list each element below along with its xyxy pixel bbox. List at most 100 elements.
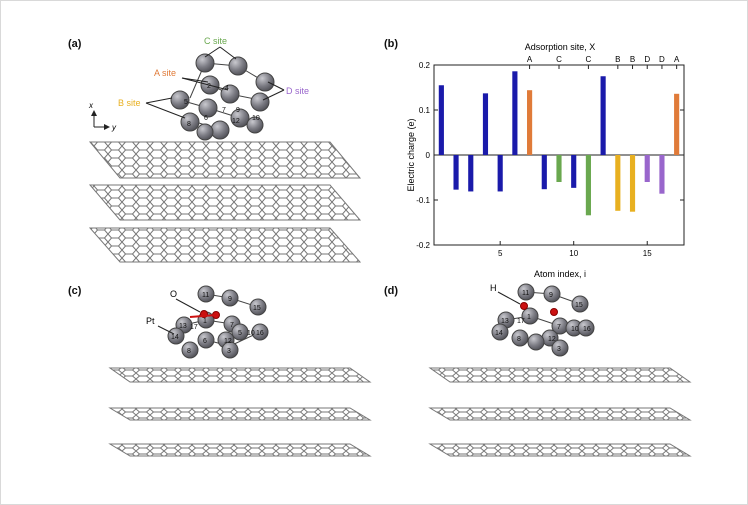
top-tick-label: A xyxy=(674,55,680,64)
bar-atom-17 xyxy=(674,93,680,155)
cluster-d xyxy=(491,283,595,357)
svg-text:1: 1 xyxy=(527,314,531,321)
panel-d-structure: 11 9 15 13 17 1 14 7 12 10 16 3 8 H xyxy=(428,283,692,457)
axis-indicator: x y xyxy=(88,101,117,132)
graphene-sheet-d1 xyxy=(428,367,692,383)
x-tick-label: 5 xyxy=(498,249,503,258)
atom-numbers-a: 2 4 5 6 7 8 9 10 12 xyxy=(184,83,260,128)
bar-atom-13 xyxy=(615,155,621,211)
top-tick-label: D xyxy=(644,55,650,64)
svg-text:13: 13 xyxy=(501,318,509,325)
svg-text:16: 16 xyxy=(256,330,264,337)
bar-atom-11 xyxy=(585,155,591,216)
graphene-sheet-c2 xyxy=(108,407,372,421)
oxygen-label: O xyxy=(170,289,177,299)
svg-text:6: 6 xyxy=(203,338,207,345)
cluster-c xyxy=(167,285,269,359)
panel-label-c: (c) xyxy=(68,285,82,297)
pt-label: Pt xyxy=(146,316,155,326)
d-site-label: D site xyxy=(286,86,309,96)
svg-text:12: 12 xyxy=(548,336,556,343)
top-tick-label: D xyxy=(659,55,665,64)
bar-atom-10 xyxy=(571,155,577,188)
svg-text:15: 15 xyxy=(253,305,261,312)
graphene-sheet-c3 xyxy=(108,443,372,457)
atom-numbers-c: 11 9 15 13 14 17 1 7 5 10 16 12 3 6 8 xyxy=(171,292,264,355)
bar-atom-1 xyxy=(438,85,444,155)
y-tick-label: 0.1 xyxy=(419,106,431,115)
a-site-label: A site xyxy=(154,68,176,78)
svg-text:13: 13 xyxy=(179,323,187,330)
svg-text:4: 4 xyxy=(225,85,229,92)
svg-text:16: 16 xyxy=(583,326,591,333)
x-tick-label: 10 xyxy=(569,249,578,258)
svg-text:5: 5 xyxy=(238,330,242,337)
svg-text:14: 14 xyxy=(171,334,179,341)
svg-text:10: 10 xyxy=(252,115,260,122)
top-tick-label: B xyxy=(615,55,620,64)
svg-text:6: 6 xyxy=(204,115,208,122)
atom-numbers-d: 11 9 15 13 17 1 14 7 12 10 16 3 8 xyxy=(495,290,591,353)
svg-text:1: 1 xyxy=(203,318,207,325)
svg-text:9: 9 xyxy=(228,296,232,303)
bar-atom-7 xyxy=(527,90,533,155)
svg-text:3: 3 xyxy=(227,348,231,355)
svg-text:10: 10 xyxy=(571,326,579,333)
svg-text:8: 8 xyxy=(187,348,191,355)
y-tick-label: -0.1 xyxy=(416,196,430,205)
bar-atom-9 xyxy=(556,155,562,182)
svg-text:10: 10 xyxy=(247,330,255,337)
svg-text:9: 9 xyxy=(236,107,240,114)
svg-text:3: 3 xyxy=(557,346,561,353)
svg-text:2: 2 xyxy=(207,83,211,90)
axis-y-label: y xyxy=(111,123,117,132)
bar-atom-3 xyxy=(468,155,474,192)
y-axis-label: Electric charge (e) xyxy=(406,118,416,191)
svg-text:7: 7 xyxy=(230,322,234,329)
bar-atom-5 xyxy=(497,155,503,192)
y-tick-label: -0.2 xyxy=(416,241,430,250)
svg-text:11: 11 xyxy=(202,292,209,299)
b-site-label: B site xyxy=(118,98,141,108)
x-tick-label: 15 xyxy=(643,249,652,258)
charge-bar-chart: Adsorption site, X Atom index, i Electri… xyxy=(406,42,685,279)
panel-a-structure: x y 2 4 5 6 7 8 9 10 12 xyxy=(88,36,362,263)
svg-text:5: 5 xyxy=(184,99,188,106)
axis-x-label: x xyxy=(88,101,94,110)
bar-atom-4 xyxy=(482,93,489,155)
y-tick-label: 0.2 xyxy=(419,61,431,70)
graphene-sheet-d2 xyxy=(428,407,692,421)
panel-c-structure: 11 9 15 13 14 17 1 7 5 10 16 12 3 6 8 O … xyxy=(108,285,372,457)
panel-label-a: (a) xyxy=(68,38,82,50)
panel-label-b: (b) xyxy=(384,38,399,50)
svg-text:8: 8 xyxy=(187,121,191,128)
y-tick-label: 0 xyxy=(426,151,431,160)
graphene-sheet-3 xyxy=(88,227,362,263)
svg-text:7: 7 xyxy=(222,107,226,114)
bar-atom-12 xyxy=(600,76,606,155)
svg-text:14: 14 xyxy=(495,330,503,337)
top-tick-label: C xyxy=(556,55,562,64)
svg-text:12: 12 xyxy=(232,118,240,125)
top-tick-label: A xyxy=(527,55,533,64)
bar-atom-14 xyxy=(629,155,636,212)
c-site-label: C site xyxy=(204,36,227,46)
pt-cluster xyxy=(170,53,275,141)
hydrogen-label: H xyxy=(490,283,497,293)
bar-atom-6 xyxy=(512,71,518,155)
graphene-sheet-1 xyxy=(88,141,362,179)
top-axis-label: Adsorption site, X xyxy=(525,42,596,52)
top-tick-label: C xyxy=(586,55,592,64)
bar-atom-2 xyxy=(453,155,459,190)
svg-text:11: 11 xyxy=(522,290,529,297)
svg-text:17: 17 xyxy=(517,318,525,325)
svg-text:17: 17 xyxy=(190,324,198,331)
svg-text:15: 15 xyxy=(575,302,583,309)
svg-text:8: 8 xyxy=(517,336,521,343)
bar-atom-16 xyxy=(659,155,665,194)
bar-atom-15 xyxy=(644,155,650,182)
graphene-sheet-2 xyxy=(88,184,362,221)
graphene-sheet-d3 xyxy=(428,443,692,457)
graphene-sheet-c1 xyxy=(108,367,372,383)
site-labels: C site A site B site D site xyxy=(118,36,309,119)
